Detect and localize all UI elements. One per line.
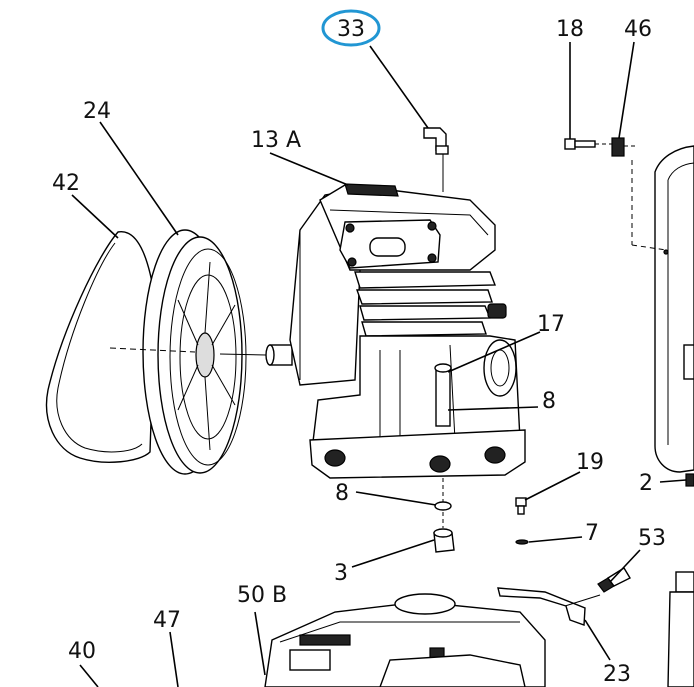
bracket-part-23 xyxy=(497,587,601,626)
callout-3: 3 xyxy=(334,561,348,586)
callout-13a: 13 A xyxy=(251,128,301,153)
highlight-ring xyxy=(321,9,381,47)
fitting-part-53 xyxy=(597,567,631,593)
side-frame xyxy=(631,145,694,473)
callout-7: 7 xyxy=(585,521,599,546)
callout-53: 53 xyxy=(638,526,666,551)
shaft-stub xyxy=(219,344,293,366)
elbow-fitting-33 xyxy=(423,127,449,155)
callout-50b: 50 B xyxy=(237,583,287,608)
screw-part-19 xyxy=(515,497,527,515)
right-fitting xyxy=(667,571,694,687)
compressor-pump-13a xyxy=(289,150,526,479)
callout-2: 2 xyxy=(639,471,653,496)
clip-part-46 xyxy=(611,137,636,157)
callout-23: 23 xyxy=(603,662,631,687)
washer-part-8 xyxy=(434,478,452,511)
callout-18: 18 xyxy=(556,17,584,42)
callout-8-upper: 8 xyxy=(542,389,556,414)
oring-part-7 xyxy=(515,539,529,545)
nut-part-3 xyxy=(433,512,455,553)
engine-part-50b xyxy=(264,593,546,687)
plug-part-2 xyxy=(685,473,694,487)
bolt-part-18 xyxy=(564,138,612,150)
callout-24: 24 xyxy=(83,99,111,124)
leader-lines xyxy=(71,41,687,687)
callout-40: 40 xyxy=(68,639,96,664)
belt-part-42 xyxy=(45,231,156,463)
callout-8-lower: 8 xyxy=(335,481,349,506)
callout-46: 46 xyxy=(624,17,652,42)
callout-33: 33 xyxy=(337,17,365,42)
callout-17: 17 xyxy=(537,312,565,337)
pulley-part-24 xyxy=(109,229,247,475)
callout-42: 42 xyxy=(52,171,80,196)
callout-47: 47 xyxy=(153,608,181,633)
callout-19: 19 xyxy=(576,450,604,475)
